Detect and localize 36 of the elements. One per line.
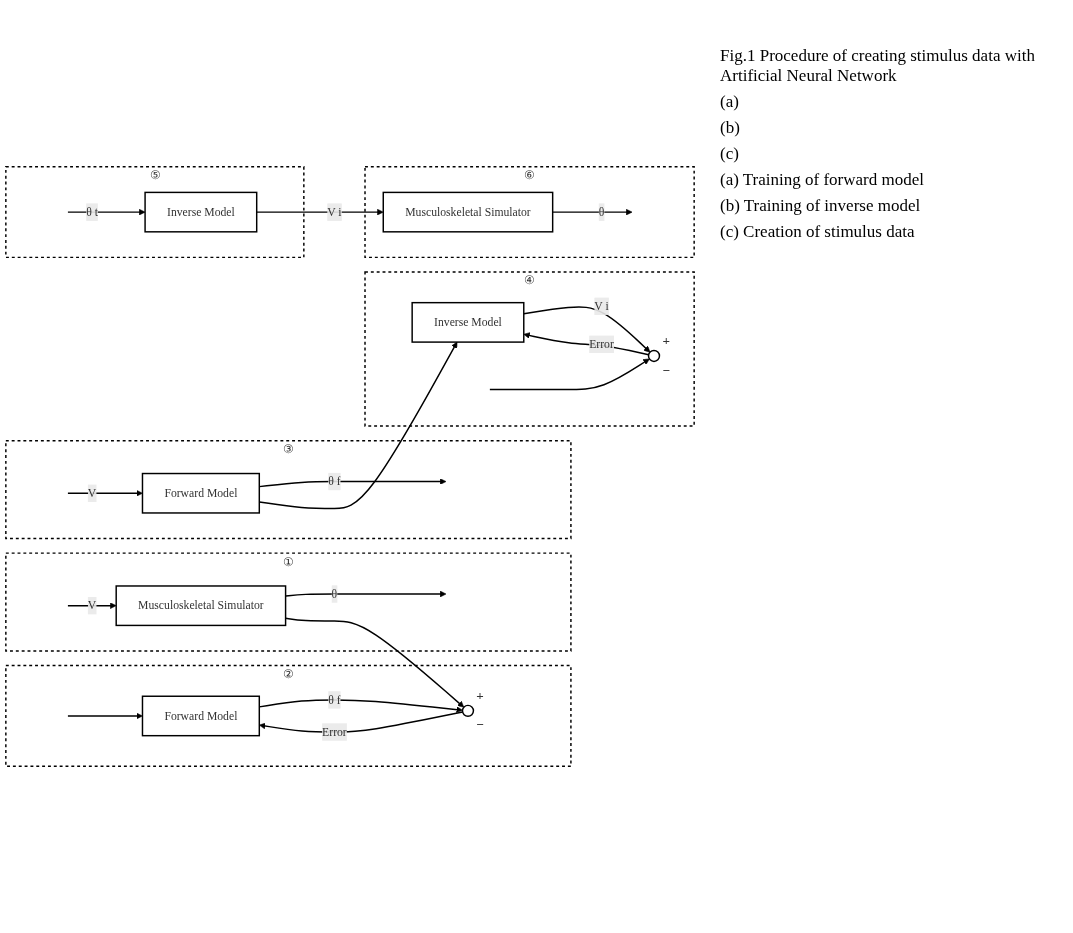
edge-label: θ f <box>328 474 341 488</box>
arrow <box>523 306 651 353</box>
label-text: (b) <box>720 118 741 138</box>
label-text: (c) Creation of stimulus data <box>720 222 916 242</box>
edge-label: V i <box>327 205 342 218</box>
label-text: (b) Training of inverse model <box>720 196 922 216</box>
sign-label: − <box>476 717 484 733</box>
edge-label: V <box>87 599 97 612</box>
arrow <box>67 208 146 216</box>
arrow <box>489 358 650 391</box>
node-box: Inverse Model <box>411 301 525 343</box>
label-text: (a) Training of forward model <box>720 170 925 190</box>
arrow <box>67 489 143 497</box>
node-box: Forward Model <box>141 472 261 514</box>
edge-label: V i <box>594 299 609 313</box>
edge-label: θ <box>598 205 605 218</box>
node-box: Inverse Model <box>144 191 258 233</box>
arrow <box>67 712 143 720</box>
sign-label: + <box>662 332 670 348</box>
node-box: Musculoskeletal Simulator <box>382 191 554 233</box>
sign-label: + <box>476 687 484 703</box>
edge-label: V <box>87 486 97 499</box>
node-circle <box>647 349 661 363</box>
node-box: Forward Model <box>141 695 261 737</box>
label-text: (a) <box>720 92 740 112</box>
edge-label: Error <box>589 337 614 351</box>
node-box: Musculoskeletal Simulator <box>115 585 287 627</box>
sign-label: − <box>662 362 670 378</box>
label-text: (c) <box>720 144 740 164</box>
arrow <box>259 711 464 733</box>
node-circle <box>461 704 475 717</box>
edge-label: θ t <box>86 205 98 218</box>
edge-label: Error <box>322 725 347 738</box>
figure-caption: Fig.1 Procedure of creating stimulus data with Artificial Neural Network <box>720 46 1036 86</box>
edge-label: θ <box>331 587 338 600</box>
edge-label: θ f <box>328 693 341 706</box>
